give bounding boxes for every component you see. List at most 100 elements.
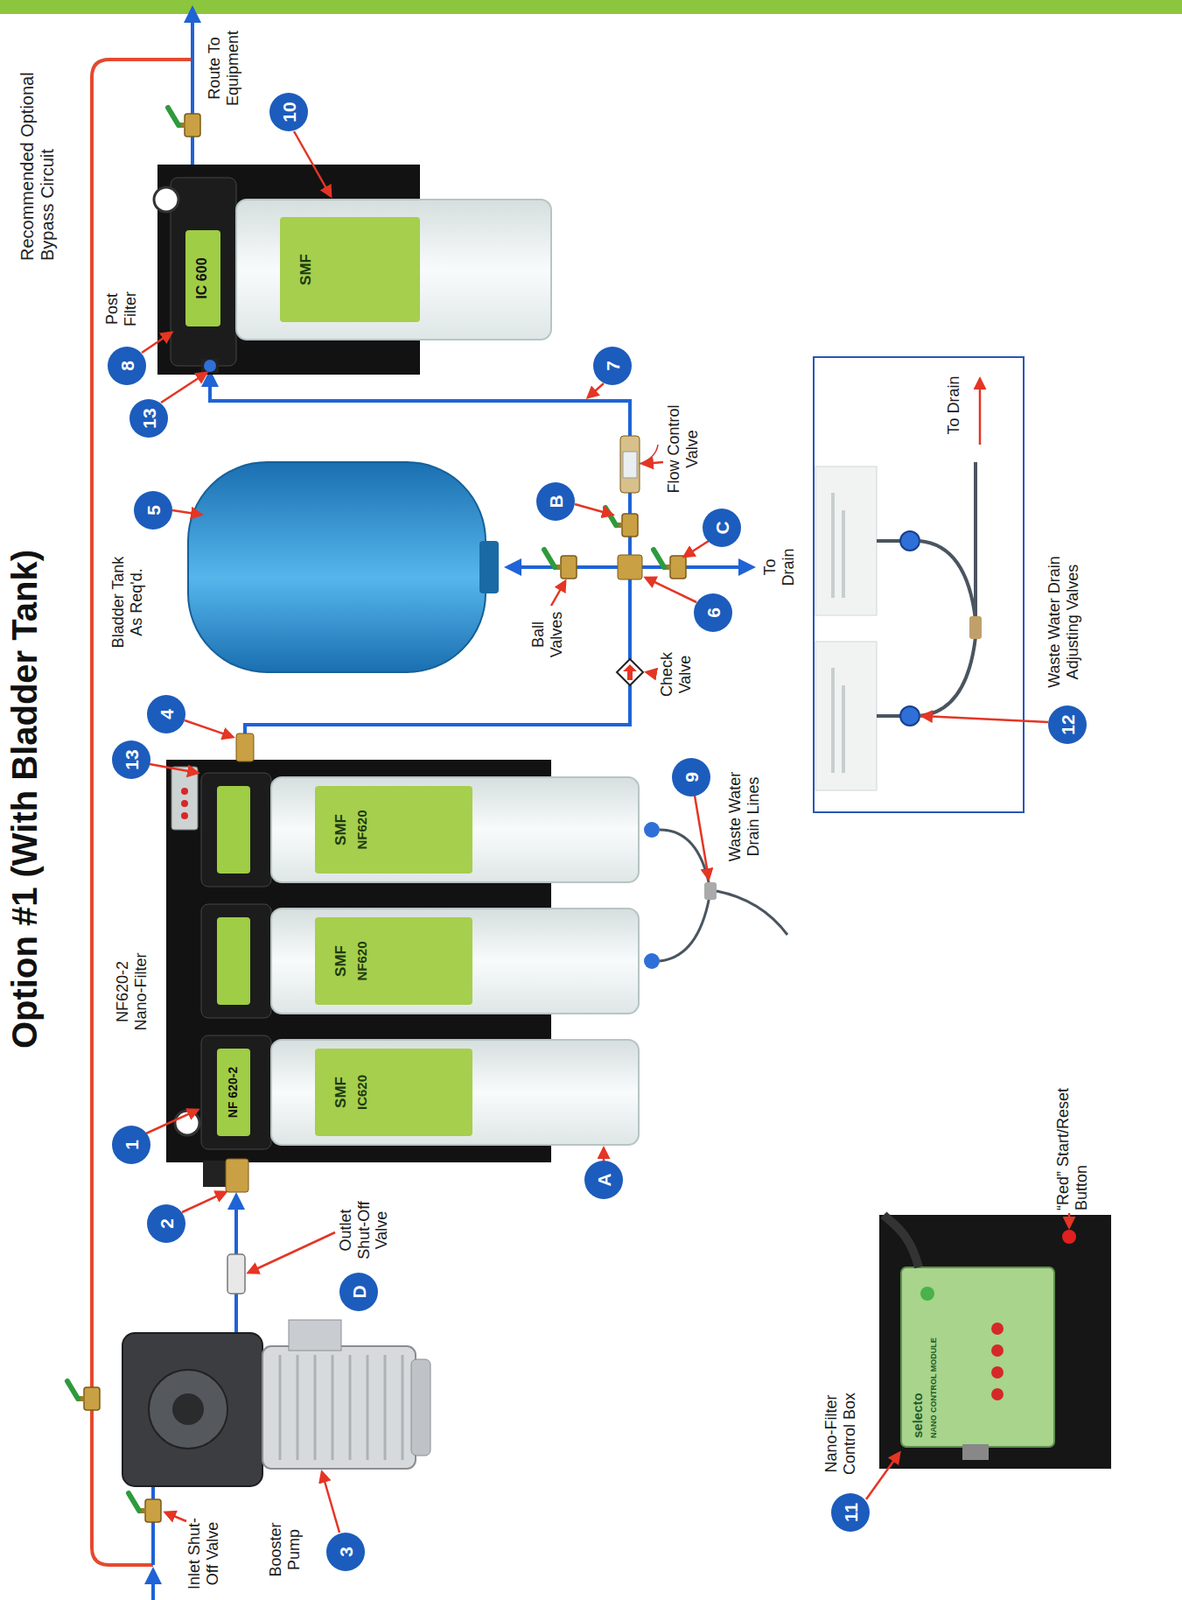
callout-number: 10 — [269, 92, 308, 132]
outlet-shutoff-valve — [227, 1253, 245, 1294]
nano-filter — [181, 799, 189, 807]
leader-arrow — [866, 1452, 900, 1499]
water-line — [244, 685, 630, 734]
post-filter — [153, 187, 179, 212]
product-text: selecto — [909, 1332, 925, 1438]
control-box-photo — [883, 1214, 919, 1267]
post-filter — [203, 359, 217, 372]
drain-valve-inset — [900, 531, 920, 551]
callout-text: 7 — [603, 360, 623, 371]
water-line — [642, 565, 753, 569]
post-filter — [157, 164, 420, 375]
callout-number: 1 — [111, 1125, 151, 1164]
control-box-photo — [991, 1387, 1004, 1400]
nano-filter — [643, 821, 660, 838]
callout-text: 2 — [157, 1217, 176, 1229]
callout-text: 13 — [139, 407, 159, 428]
bypass-circuit — [67, 1380, 100, 1410]
leader-arrow — [181, 1191, 226, 1212]
leader-arrow — [646, 671, 657, 674]
ball-valve — [653, 549, 686, 579]
button-label: “Red” Start/Reset Button — [1054, 1065, 1091, 1210]
nano-filter — [216, 785, 251, 874]
callout-number: 13 — [111, 740, 151, 779]
callout-number: B — [536, 482, 575, 521]
control-box-photo — [962, 1443, 989, 1460]
callout-number: 8 — [107, 346, 147, 385]
product-text: NANO CONTROL MODULE — [929, 1271, 938, 1438]
inset-label: Waste Water Drain Adjusting Valves — [1045, 545, 1082, 699]
flow-control-valve — [620, 435, 640, 493]
callout-number: 6 — [693, 593, 733, 632]
post-filter — [236, 199, 552, 340]
leader-arrow — [172, 510, 202, 515]
callout-text: 3 — [336, 1545, 356, 1557]
header-bar — [0, 0, 1182, 14]
part-label: Ball Valves — [529, 607, 566, 662]
nano-filter — [271, 1039, 639, 1145]
nano-filter — [181, 811, 189, 819]
callout-number: 9 — [671, 757, 711, 797]
ball-valve — [167, 107, 201, 137]
outlet-shutoff-valve — [227, 1253, 245, 1294]
ball-valve — [128, 107, 686, 1522]
water-line — [209, 372, 630, 436]
part-label: Booster Pump — [266, 1507, 303, 1591]
product-text: NF620 — [354, 785, 370, 874]
booster-pump — [172, 1392, 204, 1425]
nano-filter — [716, 890, 788, 935]
nano-filter — [201, 1035, 272, 1149]
leader-arrow — [321, 1471, 340, 1532]
nano-filter — [171, 766, 198, 830]
inset-label: Nano-Filter Control Box — [822, 1380, 859, 1486]
leader-arrow — [645, 577, 697, 602]
part-label: NF620-2 Nano-Filter — [113, 938, 150, 1044]
water-line — [234, 1293, 238, 1337]
water-line — [234, 1195, 238, 1254]
leader-arrow — [643, 461, 664, 464]
leader-arrow — [293, 131, 331, 196]
callout-number: 12 — [1048, 705, 1087, 744]
booster-pump — [296, 1354, 300, 1460]
booster-pump — [262, 1345, 416, 1469]
callout-text: 9 — [682, 771, 701, 783]
leader-arrow — [165, 1511, 187, 1521]
flow-control-valve — [622, 451, 637, 478]
callout-number: 3 — [326, 1531, 365, 1571]
leader-arrow — [694, 795, 709, 879]
nano-filter — [271, 908, 639, 1014]
water-line — [628, 579, 632, 659]
drain-valve-inset — [831, 667, 835, 773]
diagram-title: Option #1 (With Bladder Tank) — [5, 348, 44, 1250]
leader-arrow — [248, 1231, 336, 1273]
callout-text: 13 — [122, 748, 141, 770]
nano-filter — [225, 1158, 249, 1192]
drain-valve-inset — [979, 378, 982, 445]
part-label: Inlet Shut-Off Valve — [185, 1513, 222, 1593]
callout-number: 5 — [133, 490, 173, 530]
callout-text: 11 — [841, 1502, 861, 1522]
leader-arrow — [141, 131, 1070, 1532]
drain-valve-inset — [919, 636, 976, 716]
booster-pump — [288, 1319, 342, 1350]
booster-pump — [279, 1354, 282, 1460]
callout-number: 4 — [146, 694, 186, 734]
ball-valve — [128, 1492, 161, 1522]
callout-text: A — [594, 1172, 614, 1186]
callout-text: 1 — [122, 1139, 141, 1150]
leader-arrow — [551, 580, 566, 606]
nano-filter — [314, 1048, 473, 1136]
nano-filter — [236, 733, 254, 762]
callout-text: 5 — [144, 504, 163, 516]
booster-pump — [314, 1354, 317, 1460]
callout-number: 13 — [129, 398, 168, 438]
bladder-tank — [188, 461, 499, 672]
leader-arrow — [149, 763, 198, 773]
part-label: Outlet Shut-Off Valve — [336, 1188, 392, 1272]
drain-valve-inset — [841, 510, 846, 598]
control-box-photo — [901, 1266, 1055, 1447]
part-label: Waste Water Drain Lines — [726, 763, 763, 869]
flow-control-valve — [639, 444, 658, 464]
post-filter — [153, 164, 552, 375]
